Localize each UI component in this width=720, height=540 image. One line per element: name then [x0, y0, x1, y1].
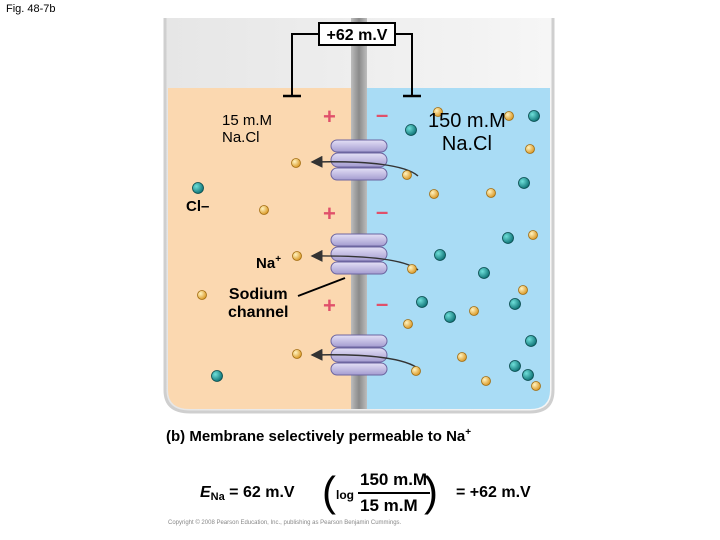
equation-lhs: ENa = 62 m.V	[200, 484, 295, 503]
sodium-channel-2	[330, 233, 388, 275]
membrane	[351, 18, 367, 409]
chloride-label: Cl–	[186, 198, 210, 215]
equation-lhs-value: = 62 m.V	[224, 484, 295, 501]
channel-label-line2: channel	[228, 304, 289, 322]
copyright-notice: Copyright © 2008 Pearson Education, Inc.…	[168, 520, 402, 526]
chloride-ion	[502, 232, 514, 244]
caption-charge: +	[465, 427, 472, 438]
sodium-ion	[292, 349, 302, 359]
equation-subscript: Na	[210, 491, 225, 503]
chloride-ion	[522, 369, 534, 381]
sodium-ion	[457, 352, 467, 362]
equation-denominator: 15 m.M	[360, 496, 418, 515]
sodium-ion	[525, 144, 535, 154]
equation-fraction-bar	[358, 492, 430, 494]
sodium-label-text: Na	[256, 255, 276, 272]
left-solution	[168, 88, 353, 409]
left-concentration: 15 m.M	[222, 112, 273, 129]
chloride-ion	[518, 177, 530, 189]
sodium-ion	[433, 107, 443, 117]
equation-e: E	[200, 484, 211, 501]
sodium-ion	[292, 251, 302, 261]
sodium-channel-1	[330, 139, 388, 181]
sodium-ion	[518, 285, 528, 295]
sodium-ion	[429, 189, 439, 199]
sodium-ion	[528, 230, 538, 240]
equation-left-paren: (	[322, 468, 336, 515]
plus-sign-3: +	[323, 293, 336, 318]
channel-pointer	[297, 277, 346, 297]
left-salt: Na.Cl	[222, 129, 260, 147]
chloride-ion	[528, 110, 540, 122]
plus-sign-1: +	[323, 104, 336, 129]
chloride-ion	[525, 335, 537, 347]
charge-signs: + – + – + –	[323, 102, 388, 318]
right-salt: Na.Cl	[441, 133, 492, 155]
sodium-ion	[481, 376, 491, 386]
sodium-ion	[531, 381, 541, 391]
sodium-channel-label: Sodium channel	[228, 286, 288, 323]
chloride-ion	[416, 296, 428, 308]
left-chamber-label: 15 m.M Na.Cl	[222, 112, 272, 147]
chloride-ion	[211, 370, 223, 382]
figure-label: Fig. 48-7b	[6, 3, 56, 15]
sodium-ion	[486, 188, 496, 198]
chloride-ion	[509, 360, 521, 372]
chloride-ion	[444, 311, 456, 323]
minus-sign-1: –	[376, 102, 388, 127]
right-chamber-label: 150 m.M Na.Cl	[428, 110, 506, 156]
caption-text: (b) Membrane selectively permeable to Na	[166, 428, 466, 445]
sodium-ion	[411, 366, 421, 376]
minus-sign-3: –	[376, 291, 388, 316]
sodium-ion	[197, 290, 207, 300]
sodium-ions	[197, 107, 541, 391]
sodium-ion	[402, 170, 412, 180]
equation-log: log	[336, 488, 354, 502]
chloride-ion	[192, 182, 204, 194]
figure-caption: (b) Membrane selectively permeable to Na…	[166, 427, 471, 445]
plus-sign-2: +	[323, 201, 336, 226]
right-solution	[366, 88, 550, 409]
nernst-equation: ENa = 62 m.V ( log 150 m.M 15 m.M ) = +6…	[200, 466, 560, 522]
sodium-label: Na+	[256, 254, 281, 272]
sodium-ion	[504, 111, 514, 121]
sodium-ion	[291, 158, 301, 168]
equation-right-paren: )	[424, 468, 438, 515]
chloride-ions	[192, 110, 540, 382]
sodium-label-charge: +	[275, 254, 282, 265]
chloride-ion	[478, 267, 490, 279]
voltmeter-wire-right	[396, 33, 413, 96]
chloride-ion	[434, 249, 446, 261]
channel-label-line1: Sodium	[228, 286, 288, 303]
sodium-ion	[259, 205, 269, 215]
sodium-ion	[403, 319, 413, 329]
minus-sign-2: –	[376, 199, 388, 224]
chloride-ion	[509, 298, 521, 310]
voltmeter-reading: +62 m.V	[318, 22, 396, 46]
sodium-ion	[469, 306, 479, 316]
equation-rhs: = +62 m.V	[456, 484, 531, 501]
equation-numerator: 150 m.M	[360, 470, 428, 489]
flux-arrow-1	[310, 155, 419, 177]
voltmeter-wire-left	[291, 33, 318, 96]
sodium-ion	[407, 264, 417, 274]
chloride-ion	[405, 124, 417, 136]
right-concentration: 150 m.M	[428, 110, 506, 132]
sodium-channel-3	[330, 334, 388, 376]
